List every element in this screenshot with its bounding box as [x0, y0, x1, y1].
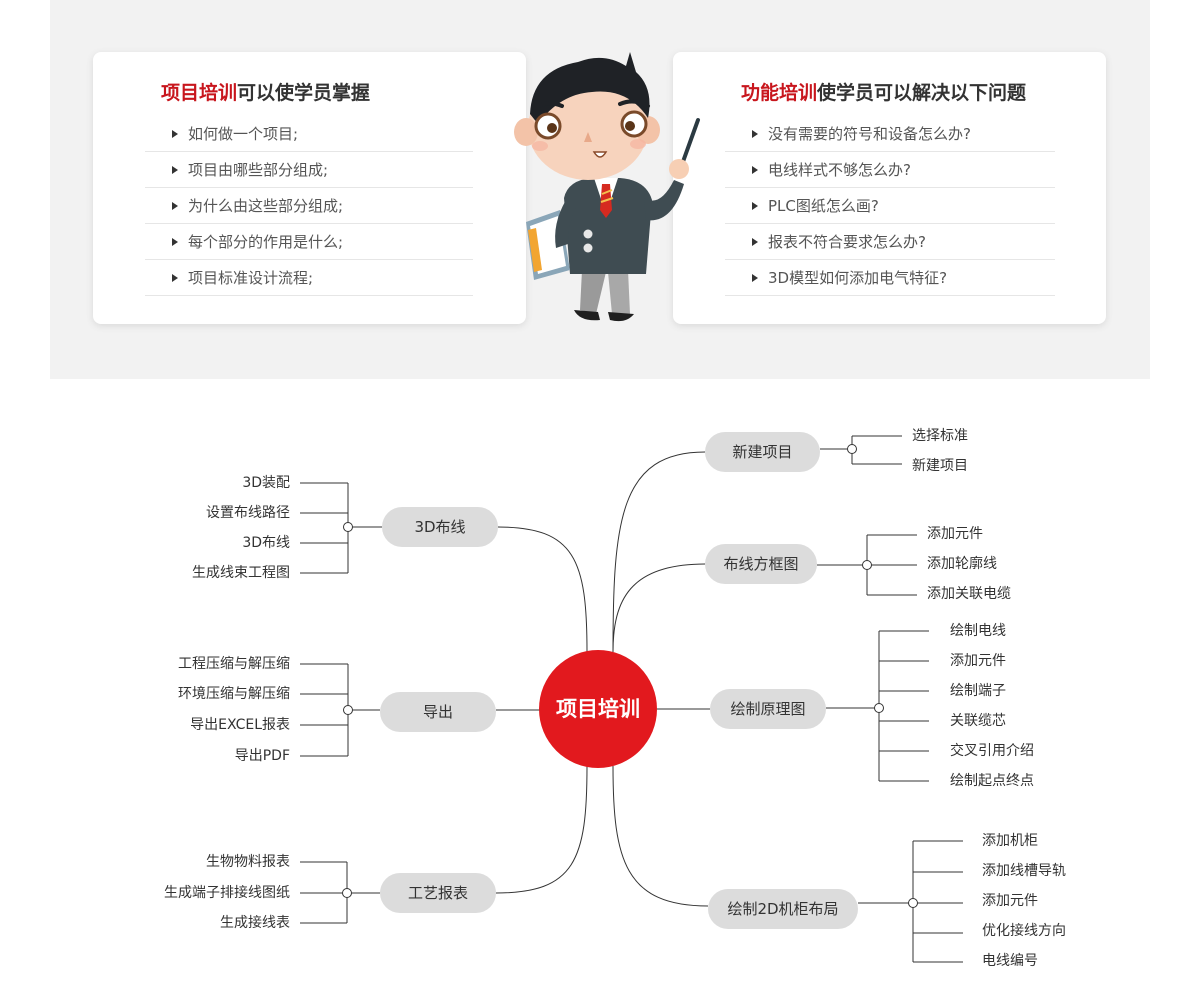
list-item: 没有需要的符号和设备怎么办?: [725, 116, 1055, 152]
leaf-label: 绘制端子: [950, 683, 1006, 699]
list-item: 每个部分的作用是什么;: [145, 224, 473, 260]
triangle-bullet-icon: [752, 130, 758, 138]
leaf-label: 添加元件: [927, 526, 983, 542]
leaf-label: 添加轮廓线: [927, 556, 997, 572]
list-item: 项目标准设计流程;: [145, 260, 473, 296]
junction-node-icon: [343, 522, 353, 532]
leaf-label: 3D装配: [242, 475, 290, 491]
branch-block-diagram: 布线方框图: [705, 544, 817, 584]
triangle-bullet-icon: [172, 274, 178, 282]
branch-schematic: 绘制原理图: [710, 689, 826, 729]
leaf-label: 环境压缩与解压缩: [178, 686, 290, 702]
list-item-text: 项目标准设计流程;: [188, 269, 314, 287]
leaf-label: 优化接线方向: [982, 923, 1066, 939]
leaf-label: 添加线槽导轨: [982, 863, 1066, 879]
connector-process-report: [495, 765, 588, 894]
triangle-bullet-icon: [752, 274, 758, 282]
list-item: 如何做一个项目;: [145, 116, 473, 152]
leaf-label: 绘制起点终点: [950, 773, 1034, 789]
list-item: 电线样式不够怎么办?: [725, 152, 1055, 188]
branch-3d-wiring: 3D布线: [382, 507, 498, 547]
leaf-label: 生成端子排接线图纸: [164, 885, 290, 901]
junction-node-icon: [908, 898, 918, 908]
connector-new-project: [612, 451, 706, 653]
leaf-label: 导出EXCEL报表: [190, 717, 290, 733]
junction-node-icon: [874, 703, 884, 713]
list-item: 报表不符合要求怎么办?: [725, 224, 1055, 260]
leaf-label: 添加元件: [982, 893, 1038, 909]
branch-process-report: 工艺报表: [380, 873, 496, 913]
branch-export: 导出: [380, 692, 496, 732]
leaf-label: 关联缆芯: [950, 713, 1006, 729]
card-title: 项目培训可以使学员掌握: [161, 78, 370, 105]
list-item-text: 为什么由这些部分组成;: [188, 197, 344, 215]
leaf-label: 导出PDF: [234, 748, 290, 764]
list-item-text: 每个部分的作用是什么;: [188, 233, 344, 251]
leaf-label: 工程压缩与解压缩: [178, 656, 290, 672]
triangle-bullet-icon: [172, 130, 178, 138]
leaf-label: 3D布线: [242, 535, 290, 551]
connector-2d-cabinet: [612, 765, 709, 907]
list-item-text: PLC图纸怎么画?: [768, 197, 879, 215]
triangle-bullet-icon: [172, 202, 178, 210]
card-title-highlight: 项目培训: [161, 82, 238, 104]
leaf-label: 生成线束工程图: [192, 565, 290, 581]
mindmap-center-node: 项目培训: [539, 650, 657, 768]
leaf-label: 新建项目: [912, 458, 968, 474]
triangle-bullet-icon: [752, 166, 758, 174]
list-item-text: 电线样式不够怎么办?: [768, 161, 911, 179]
connector-3d-wiring: [497, 526, 588, 653]
connector-block-diagram: [612, 563, 706, 653]
triangle-bullet-icon: [172, 166, 178, 174]
leaf-label: 添加关联电缆: [927, 586, 1011, 602]
list-item-text: 项目由哪些部分组成;: [188, 161, 329, 179]
leaf-label: 设置布线路径: [206, 505, 290, 521]
function-training-card: 功能培训使学员可以解决以下问题 没有需要的符号和设备怎么办? 电线样式不够怎么办…: [673, 52, 1106, 324]
leaf-label: 绘制电线: [950, 623, 1006, 639]
leaf-label: 生成接线表: [220, 915, 290, 931]
list-item-text: 报表不符合要求怎么办?: [768, 233, 926, 251]
list-item: 为什么由这些部分组成;: [145, 188, 473, 224]
junction-node-icon: [342, 888, 352, 898]
triangle-bullet-icon: [172, 238, 178, 246]
leaf-label: 交叉引用介绍: [950, 743, 1034, 759]
project-training-card: 项目培训可以使学员掌握 如何做一个项目; 项目由哪些部分组成; 为什么由这些部分…: [93, 52, 526, 324]
leaf-label: 电线编号: [982, 953, 1038, 969]
card-title-rest: 使学员可以解决以下问题: [817, 82, 1027, 104]
junction-node-icon: [847, 444, 857, 454]
leaf-label: 添加元件: [950, 653, 1006, 669]
list-item-text: 如何做一个项目;: [188, 125, 299, 143]
branch-2d-cabinet-layout: 绘制2D机柜布局: [708, 889, 858, 929]
leaf-label: 添加机柜: [982, 833, 1038, 849]
branch-new-project: 新建项目: [705, 432, 820, 472]
list-item-text: 没有需要的符号和设备怎么办?: [768, 125, 971, 143]
card-title-rest: 可以使学员掌握: [237, 82, 371, 104]
junction-node-icon: [862, 560, 872, 570]
triangle-bullet-icon: [752, 202, 758, 210]
teacher-mascot-icon: [514, 52, 700, 322]
list-item-text: 3D模型如何添加电气特征?: [768, 269, 948, 287]
card-list: 没有需要的符号和设备怎么办? 电线样式不够怎么办? PLC图纸怎么画? 报表不符…: [725, 116, 1055, 296]
leaf-label: 选择标准: [912, 428, 968, 444]
triangle-bullet-icon: [752, 238, 758, 246]
junction-node-icon: [343, 705, 353, 715]
list-item: 3D模型如何添加电气特征?: [725, 260, 1055, 296]
list-item: 项目由哪些部分组成;: [145, 152, 473, 188]
list-item: PLC图纸怎么画?: [725, 188, 1055, 224]
card-list: 如何做一个项目; 项目由哪些部分组成; 为什么由这些部分组成; 每个部分的作用是…: [145, 116, 473, 296]
card-title-highlight: 功能培训: [741, 82, 818, 104]
leaf-label: 生物物料报表: [206, 854, 290, 870]
card-title: 功能培训使学员可以解决以下问题: [741, 78, 1026, 105]
